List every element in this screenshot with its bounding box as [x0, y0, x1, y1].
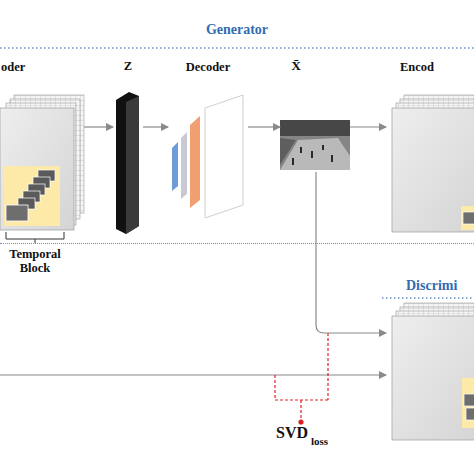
feature-map: [392, 316, 474, 440]
flow-arrow: [143, 126, 168, 127]
flow-arrow: [84, 126, 113, 127]
frame-block: X̄: [280, 58, 350, 172]
band-divider: [382, 297, 474, 299]
frame-grass: [280, 138, 296, 165]
frame-bg: [280, 120, 350, 170]
frame-person: [331, 155, 333, 162]
reconstructed-frame: [280, 120, 350, 170]
decoder-layer: [190, 116, 200, 208]
feature-map: [392, 108, 474, 232]
discriminator-block: Discrimi: [386, 276, 474, 446]
block-heading: Z: [113, 59, 143, 73]
flow-arrow: [316, 172, 386, 333]
block-heading: X̄: [284, 58, 308, 74]
block-heading: Decoder: [168, 60, 248, 74]
loss-dot: [298, 419, 303, 424]
video-frame: [6, 205, 28, 221]
temporal-block: [462, 378, 474, 428]
block-heading: Encod: [400, 60, 474, 74]
bracket: [6, 232, 64, 243]
block-heading: oder: [1, 60, 61, 74]
loss-tap: [275, 333, 328, 420]
frame-person: [292, 158, 294, 165]
decoder-layer: [181, 132, 187, 199]
temporal-block: [4, 166, 60, 226]
decoder-layer: [172, 142, 178, 191]
video-frame: [463, 212, 474, 224]
video-frame: [466, 408, 474, 420]
encoder-stack: [392, 95, 474, 232]
frame-person: [322, 145, 324, 150]
video-frame: [464, 394, 474, 406]
decoder-block: Decoder: [168, 58, 248, 218]
latent-block: Z: [113, 58, 143, 236]
flow-arrow: [350, 126, 386, 127]
latent-prism: [116, 92, 139, 234]
band-divider: [0, 47, 474, 49]
frame-person: [311, 151, 313, 158]
band-heading: Generator: [0, 22, 474, 38]
feature-map: [0, 108, 74, 230]
encoder-block: oder: [0, 58, 84, 238]
frame-person: [300, 147, 302, 153]
latent-prism-side: [126, 96, 139, 234]
band-heading: Discrimi: [406, 278, 474, 294]
discriminator-stack: [392, 303, 474, 440]
loss-subscript: loss: [311, 435, 351, 448]
encoder-stack: [0, 95, 84, 230]
temporal-block: [461, 206, 474, 230]
generator-band: Generator oder Z Decoder X̄ Encod: [0, 18, 474, 244]
frame-trees: [280, 120, 350, 136]
encoder-block: Encod: [386, 58, 474, 243]
loss-label: SVD: [276, 424, 316, 442]
flow-arrow: [248, 126, 280, 127]
decoder-layer: [205, 95, 243, 218]
part-label: Temporal Block: [0, 247, 70, 276]
frame-walkway: [280, 138, 350, 170]
